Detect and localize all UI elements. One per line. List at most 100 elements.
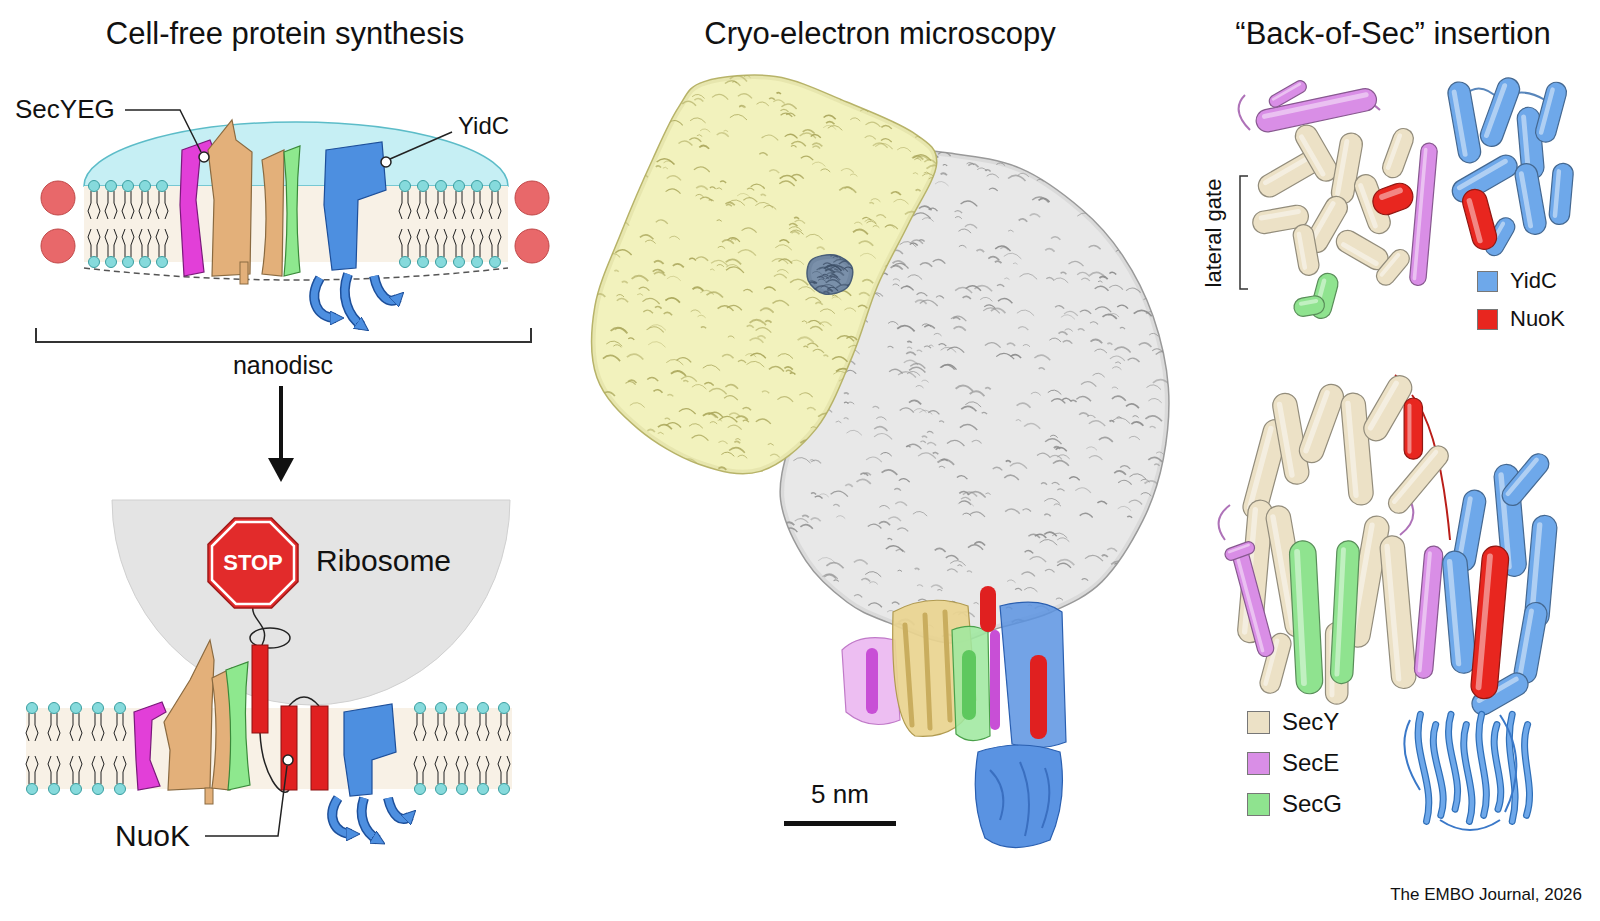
helix-cylinder bbox=[1296, 381, 1347, 466]
density-ridge bbox=[784, 367, 792, 370]
density-ridge bbox=[899, 479, 910, 483]
density-ridge bbox=[865, 136, 876, 140]
lipid-head bbox=[454, 181, 465, 192]
translocon-map-part bbox=[1000, 602, 1066, 747]
stop-label: STOP bbox=[223, 550, 283, 575]
lipid-tail bbox=[122, 229, 125, 257]
density-ridge bbox=[829, 442, 838, 445]
density-ridge bbox=[626, 461, 632, 463]
density-ridge bbox=[1053, 278, 1068, 283]
secyeg-cartoon-part bbox=[262, 150, 284, 276]
lipid-tail bbox=[92, 756, 95, 784]
density-ridge bbox=[1075, 201, 1081, 203]
density-ridge bbox=[704, 382, 713, 385]
density-ridge bbox=[961, 497, 971, 500]
density-ridge bbox=[956, 386, 973, 392]
density-ridge bbox=[894, 199, 909, 204]
density-ridge bbox=[1107, 343, 1112, 345]
density-ridge bbox=[617, 295, 625, 297]
density-ridge bbox=[710, 187, 716, 189]
helix-shine bbox=[1451, 89, 1468, 157]
label-holder: nanodisc bbox=[233, 351, 333, 380]
density-ridge bbox=[931, 135, 945, 140]
density-ridge bbox=[632, 276, 649, 281]
density-ridge bbox=[907, 341, 912, 342]
density-ridge bbox=[736, 416, 748, 420]
translocon-map-part bbox=[842, 638, 900, 725]
density-ridge bbox=[915, 300, 927, 304]
density-ridge bbox=[840, 618, 844, 619]
density-ridge bbox=[1030, 557, 1047, 562]
density-ridge bbox=[815, 639, 822, 641]
density-shade bbox=[592, 75, 937, 474]
density-ridge bbox=[885, 225, 894, 228]
density-ridge bbox=[1023, 509, 1031, 512]
density-ridge bbox=[769, 367, 784, 372]
density-ridge bbox=[989, 188, 998, 191]
density-ridge bbox=[1156, 540, 1165, 543]
density-ridge bbox=[633, 81, 649, 86]
yidc-cartoon-part bbox=[345, 274, 362, 326]
density-ridge bbox=[739, 105, 745, 107]
density-ridge bbox=[844, 90, 853, 93]
secyeg-cartoon-part bbox=[226, 662, 250, 790]
density-ridge bbox=[627, 162, 633, 164]
helix-body bbox=[1289, 540, 1324, 694]
helix-cylinder bbox=[1446, 80, 1482, 164]
density-ridge bbox=[882, 366, 891, 369]
density-ridge bbox=[911, 347, 918, 349]
legend-holder: SecG bbox=[1282, 790, 1342, 818]
density-ridge bbox=[790, 279, 808, 285]
density-ridge bbox=[781, 109, 789, 112]
density-ridge bbox=[959, 501, 971, 505]
density-ridge bbox=[1090, 322, 1098, 325]
density-ridge bbox=[823, 636, 840, 642]
lipid-tail bbox=[465, 713, 468, 741]
density-ridge bbox=[782, 104, 797, 109]
lipid-tail bbox=[105, 229, 108, 257]
density-ridge bbox=[1128, 358, 1140, 362]
density-ridge bbox=[947, 347, 964, 353]
density-ridge bbox=[603, 355, 620, 361]
lipid-head bbox=[115, 784, 126, 795]
lipid-head bbox=[49, 784, 60, 795]
density-ridge bbox=[1065, 329, 1073, 332]
density-ridge bbox=[914, 158, 921, 160]
density-ridge bbox=[888, 322, 898, 325]
density-ridge bbox=[870, 582, 878, 585]
beta-strand-edge bbox=[1433, 725, 1443, 816]
density-ridge bbox=[642, 455, 648, 457]
density-ridge bbox=[834, 580, 839, 582]
yidc-cartoon-part bbox=[388, 798, 410, 819]
density-ridge bbox=[617, 299, 628, 303]
density-ridge bbox=[935, 270, 947, 274]
lipid-tail bbox=[462, 229, 465, 257]
density-ridge bbox=[1129, 436, 1140, 440]
density-ridge bbox=[1077, 272, 1090, 276]
helix-body bbox=[1498, 450, 1553, 510]
density-ridge bbox=[970, 512, 985, 517]
density-ridge bbox=[1138, 571, 1148, 574]
density-ridge bbox=[896, 549, 905, 552]
lipid-head bbox=[436, 784, 447, 795]
density-ridge bbox=[1156, 573, 1172, 578]
density-ridge bbox=[1089, 421, 1105, 426]
density-ridge bbox=[1052, 533, 1067, 538]
density-ridge bbox=[865, 424, 876, 428]
helix-shine bbox=[1518, 171, 1533, 229]
density-ridge bbox=[915, 76, 933, 82]
density-ridge bbox=[786, 113, 795, 116]
lipid-tail bbox=[477, 713, 480, 741]
density-ridge bbox=[1133, 416, 1139, 418]
yidc-cartoon-part bbox=[324, 142, 386, 270]
density-ridge bbox=[984, 305, 995, 309]
density-ridge bbox=[624, 426, 637, 430]
lipid-head bbox=[478, 784, 489, 795]
region-label: lateral gate bbox=[1201, 179, 1226, 288]
density-ridge bbox=[738, 250, 756, 256]
density-ridge bbox=[673, 264, 684, 268]
density-ridge bbox=[893, 284, 900, 286]
density-ridge bbox=[941, 365, 956, 370]
density-ridge bbox=[912, 283, 930, 289]
